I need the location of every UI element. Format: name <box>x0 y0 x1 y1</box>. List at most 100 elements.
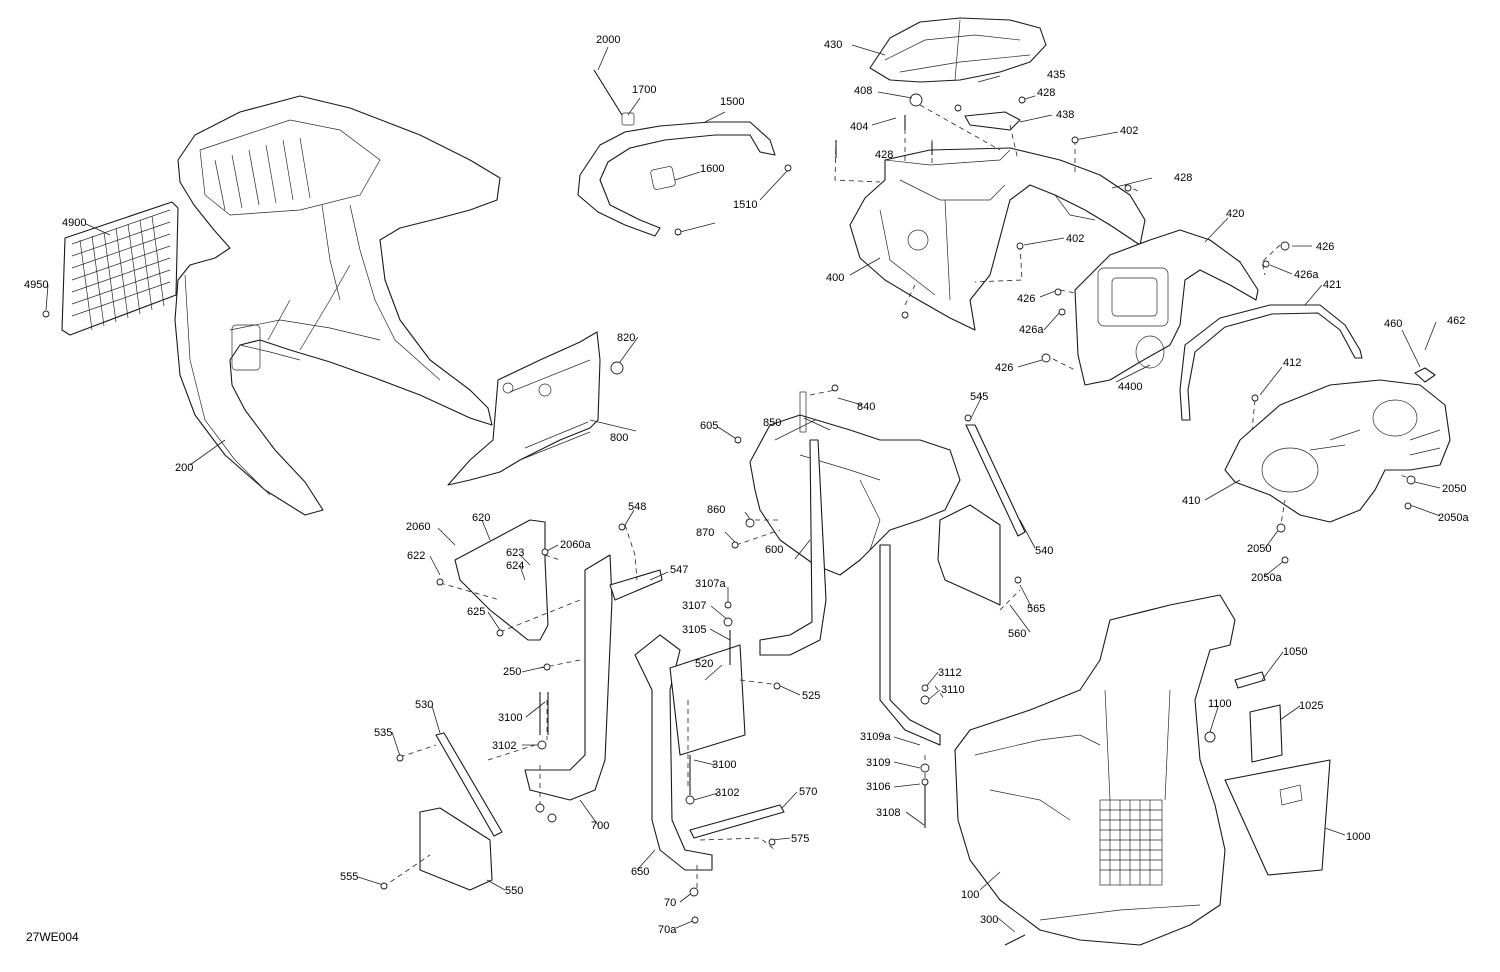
part-550-plate <box>419 807 493 891</box>
label-3105: 3105 <box>682 624 706 636</box>
label-1050: 1050 <box>1283 646 1307 658</box>
label-570: 570 <box>799 786 817 798</box>
label-620: 620 <box>472 512 490 524</box>
label-3102: 3102 <box>492 740 516 752</box>
part-700-front-leg <box>524 554 663 801</box>
part-421-trim-strip <box>1179 304 1363 421</box>
label-548: 548 <box>628 501 646 513</box>
label-412: 412 <box>1283 357 1301 369</box>
label-555: 555 <box>340 871 358 883</box>
label-70: 70 <box>664 897 676 909</box>
label-100: 100 <box>961 889 979 901</box>
label-1025: 1025 <box>1299 700 1323 712</box>
part-100-front-fascia <box>954 594 1236 946</box>
leader-lines <box>45 44 1441 933</box>
label-547: 547 <box>670 564 688 576</box>
label-565: 565 <box>1027 603 1045 615</box>
label-550: 550 <box>505 885 523 897</box>
part-400-rear-storage <box>849 147 1146 331</box>
label-525: 525 <box>802 690 820 702</box>
label-624: 624 <box>506 560 524 572</box>
label-840: 840 <box>857 401 875 413</box>
label-3107a: 3107a <box>695 578 726 590</box>
label-426a-b: 426a <box>1019 324 1044 336</box>
label-625: 625 <box>467 606 485 618</box>
label-430: 430 <box>824 39 842 51</box>
label-3110: 3110 <box>941 684 965 696</box>
label-2050: 2050 <box>1442 483 1466 495</box>
label-605: 605 <box>700 420 718 432</box>
label-426b: 426 <box>1017 293 1035 305</box>
part-520-plate <box>669 644 746 756</box>
label-426c: 426 <box>995 362 1013 374</box>
label-4900: 4900 <box>62 217 86 229</box>
label-860: 860 <box>707 504 725 516</box>
label-250: 250 <box>503 666 521 678</box>
label-300: 300 <box>980 914 998 926</box>
part-570-bar <box>689 804 785 839</box>
part-540-bar <box>965 424 1026 537</box>
label-1000: 1000 <box>1346 831 1370 843</box>
label-2050a-b: 2050a <box>1251 572 1282 584</box>
label-2050a: 2050a <box>1438 512 1469 524</box>
label-540: 540 <box>1035 545 1053 557</box>
label-850: 850 <box>763 417 781 429</box>
label-3108: 3108 <box>876 807 900 819</box>
part-430-storage-lid <box>869 17 1047 83</box>
label-600: 600 <box>765 544 783 556</box>
label-2000: 2000 <box>596 34 620 46</box>
label-2060a: 2060a <box>560 539 591 551</box>
part-1500-handlebar <box>577 112 776 237</box>
label-575: 575 <box>791 833 809 845</box>
label-421: 421 <box>1323 279 1341 291</box>
label-622: 622 <box>407 550 425 562</box>
part-200-front-body <box>174 95 501 516</box>
label-435: 435 <box>1047 69 1065 81</box>
label-3109a: 3109a <box>860 731 891 743</box>
label-535: 535 <box>374 727 392 739</box>
label-426a: 426a <box>1294 269 1319 281</box>
label-408: 408 <box>854 85 872 97</box>
label-462: 462 <box>1447 315 1465 327</box>
part-1025-plate <box>1249 704 1283 763</box>
label-410: 410 <box>1182 495 1200 507</box>
label-428: 428 <box>1037 87 1055 99</box>
label-402b: 402 <box>1066 233 1084 245</box>
part-labels: 2000 1700 1500 1600 1510 430 435 408 428… <box>24 34 1469 936</box>
label-4400: 4400 <box>1118 381 1142 393</box>
label-4950: 4950 <box>24 279 48 291</box>
label-623: 623 <box>506 547 524 559</box>
label-2060: 2060 <box>406 521 430 533</box>
label-420: 420 <box>1226 208 1244 220</box>
drawing-code: 27WE004 <box>26 930 79 944</box>
label-650: 650 <box>631 866 649 878</box>
label-870: 870 <box>696 527 714 539</box>
label-3102b: 3102 <box>715 787 739 799</box>
label-1500: 1500 <box>720 96 744 108</box>
part-4900-mesh-grille <box>61 201 179 336</box>
part-530-bar <box>435 732 503 837</box>
label-560: 560 <box>1008 628 1026 640</box>
label-70a: 70a <box>658 924 677 936</box>
label-400: 400 <box>826 272 844 284</box>
label-545: 545 <box>970 391 988 403</box>
hardware <box>380 96 1416 946</box>
label-428c: 428 <box>1174 172 1192 184</box>
label-800: 800 <box>610 432 628 444</box>
label-3106: 3106 <box>866 781 890 793</box>
part-420-rear-panel <box>1074 229 1259 386</box>
label-820: 820 <box>617 332 635 344</box>
label-1700: 1700 <box>632 84 656 96</box>
part-410-rear-rack <box>1224 379 1451 523</box>
label-700: 700 <box>591 820 609 832</box>
label-426: 426 <box>1316 241 1334 253</box>
part-1000-bin <box>1224 759 1331 876</box>
label-3112: 3112 <box>938 667 962 679</box>
label-1100: 1100 <box>1208 698 1232 710</box>
label-404: 404 <box>850 121 868 133</box>
part-1050-handle <box>1234 671 1266 689</box>
label-3100b: 3100 <box>712 759 736 771</box>
label-530: 530 <box>415 699 433 711</box>
label-428b: 428 <box>875 149 893 161</box>
